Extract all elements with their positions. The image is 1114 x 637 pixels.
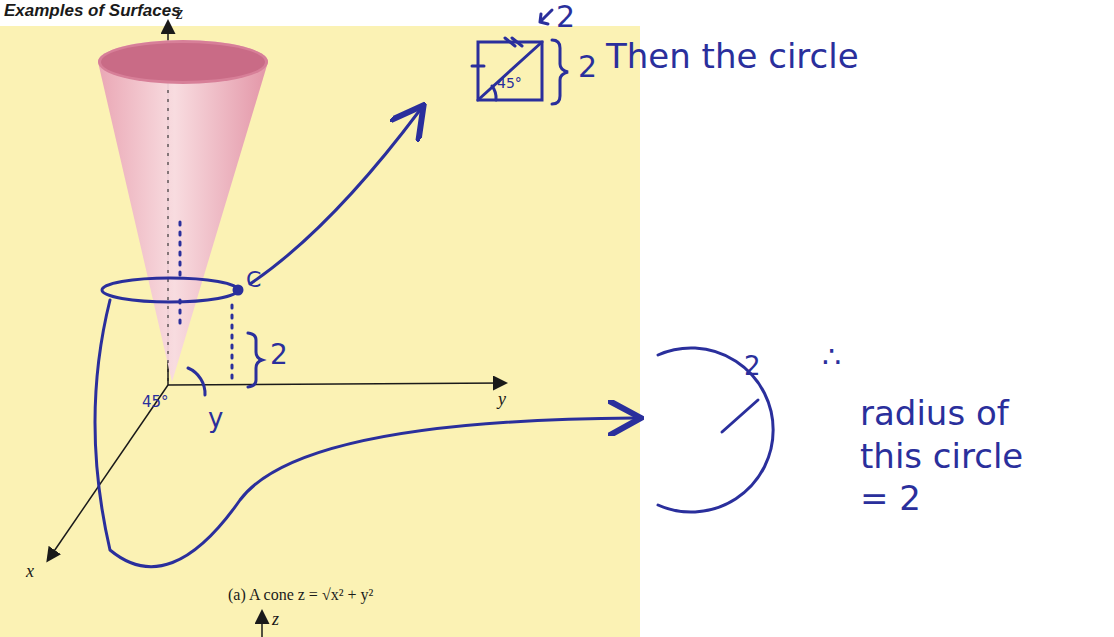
handwritten-number: 2	[744, 352, 761, 381]
axis-label: z	[176, 4, 183, 24]
point-label: C	[246, 268, 261, 292]
angle-label: 45°	[497, 76, 522, 91]
handwritten-note: radius of this circle = 2	[860, 392, 1060, 520]
handwritten-note: Then the circle	[606, 38, 859, 75]
therefore-symbol: ∴	[822, 340, 841, 373]
handwritten-number: 2	[270, 340, 288, 371]
angle-label: 45°	[142, 394, 169, 411]
figure-caption: (a) A cone z = √x² + y²	[228, 586, 373, 604]
axis-label: x	[26, 562, 34, 582]
axis-label: z	[272, 610, 279, 630]
axis-label: y	[498, 390, 506, 410]
handwritten-note: y	[208, 404, 223, 433]
section-title: Examples of Surfaces	[4, 2, 181, 21]
figure-background	[0, 26, 640, 637]
handwritten-number: 2	[578, 50, 597, 83]
handwritten-number: 2	[556, 0, 575, 33]
